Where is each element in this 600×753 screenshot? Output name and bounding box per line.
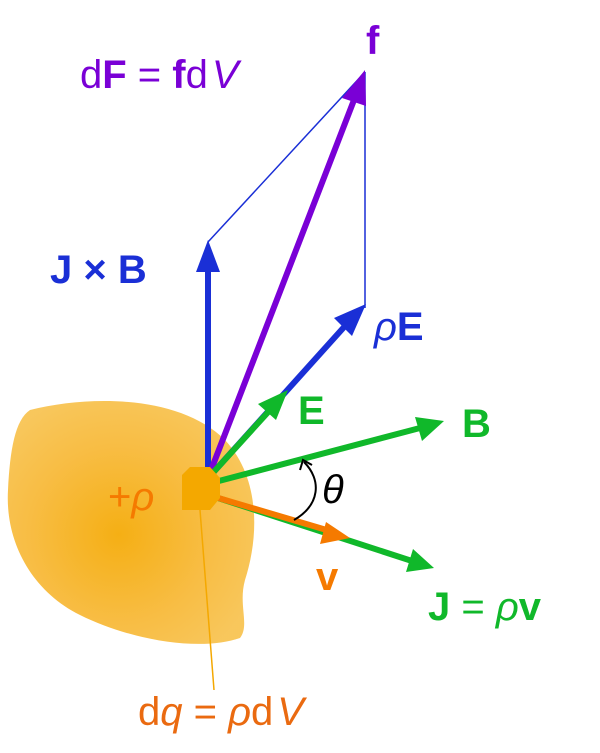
- B-arrow: [214, 417, 444, 485]
- JxB-arrow: [196, 240, 220, 480]
- J-equation-label: J = ρv: [428, 585, 542, 629]
- f-label: f: [366, 19, 380, 63]
- E-arrow: [207, 390, 288, 479]
- parallelogram-line: [207, 71, 366, 243]
- charge-volume-blob: [7, 401, 255, 644]
- theta-label: θ: [322, 468, 344, 512]
- rhoE-label: ρE: [373, 305, 424, 349]
- v-label: v: [316, 555, 339, 599]
- v-arrow: [214, 494, 350, 544]
- f-arrow: [205, 70, 366, 480]
- dq-leader-line: [199, 509, 215, 691]
- B-label: B: [462, 402, 491, 446]
- E-label: E: [298, 389, 325, 433]
- theta-arc: [293, 458, 317, 521]
- JxB-label: J × B: [50, 248, 147, 292]
- charge-element: [182, 467, 220, 510]
- plus-rho-label: +ρ: [108, 475, 154, 519]
